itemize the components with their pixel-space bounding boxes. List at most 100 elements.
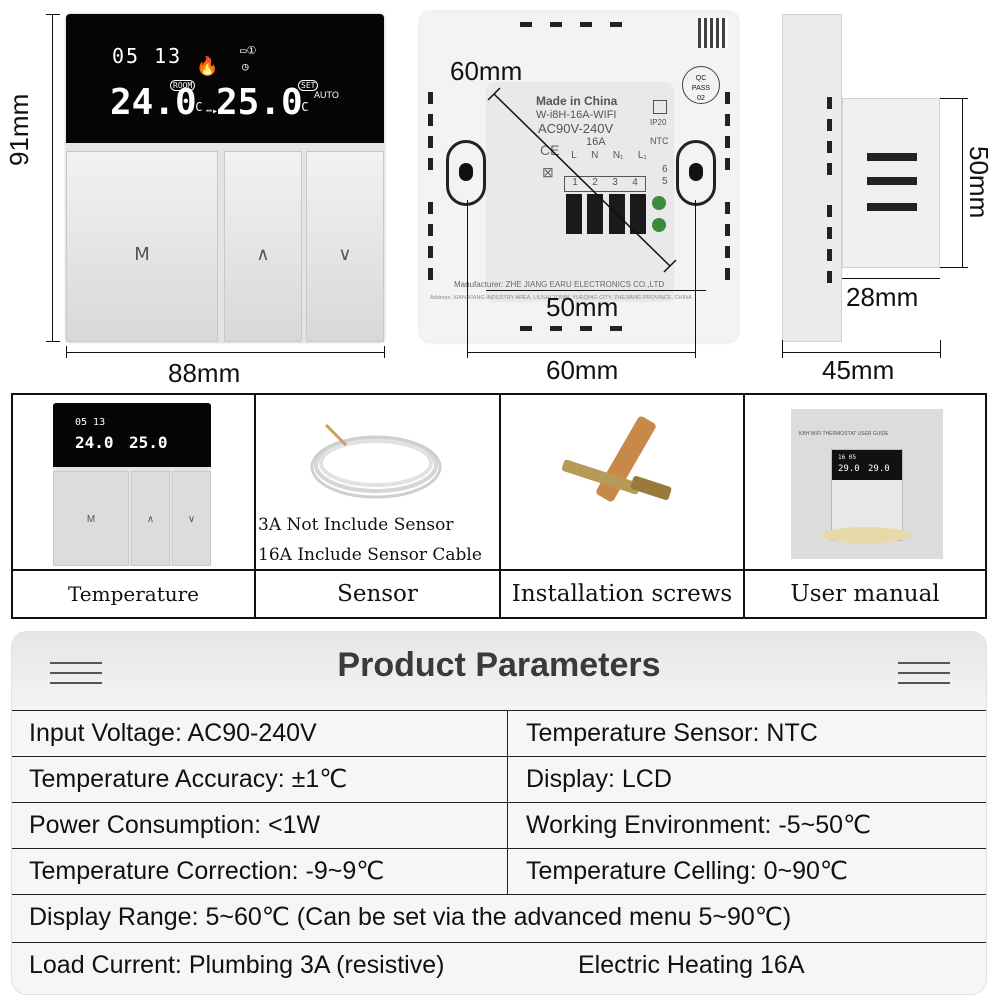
param-row: Temperature Accuracy: ±1℃ Display: LCD bbox=[12, 756, 986, 802]
set-temperature: 25.0 bbox=[216, 82, 303, 123]
terminal-screws bbox=[566, 194, 646, 234]
manufacturer-label: Manufacturer: ZHE JIANG EARU ELECTRONICS… bbox=[454, 280, 665, 289]
lcd-screen: 05 13 🔥 ▭① ◷ ROOM SET 24.0 °C ┅▸ 25.0 °C… bbox=[66, 14, 384, 143]
param-temperature-ceiling: Temperature Celling: 0~90℃ bbox=[526, 857, 848, 885]
front-height-cap-bottom bbox=[46, 341, 60, 342]
back-width-label: 60mm bbox=[546, 355, 619, 385]
set-label: SET bbox=[298, 80, 319, 91]
param-row: Display Range: 5~60℃ (Can be set via the… bbox=[12, 894, 986, 940]
back-width-cap-left bbox=[467, 200, 468, 358]
mode-icon: M bbox=[134, 244, 150, 265]
screws-image bbox=[561, 416, 672, 502]
up-button[interactable]: ∧ bbox=[224, 151, 302, 342]
front-width-label: 88mm bbox=[168, 358, 241, 388]
side-depth-cap-left bbox=[782, 340, 783, 358]
param-load-current: Load Current: Plumbing 3A (resistive) bbox=[29, 951, 445, 979]
caption-controller: Temperature Controller bbox=[67, 582, 200, 651]
sensor-screw-1 bbox=[652, 196, 666, 210]
made-in-label: Made in China bbox=[536, 94, 618, 108]
param-temperature-correction: Temperature Correction: -9~9℃ bbox=[29, 857, 385, 885]
arrow-icon: ┅▸ bbox=[206, 106, 219, 117]
chevron-down-icon: ∨ bbox=[338, 244, 352, 265]
front-height-cap-top bbox=[46, 14, 60, 15]
package-item-manual: KBH WIFI THERMOSTAT USER GUIDE 16 05 29.… bbox=[745, 395, 985, 617]
front-width-line bbox=[66, 352, 384, 353]
ntc-label: NTC bbox=[650, 136, 669, 146]
current-label: 16A bbox=[586, 136, 606, 148]
schedule-icon: ▭① bbox=[240, 44, 257, 57]
manual-title: KBH WIFI THERMOSTAT USER GUIDE bbox=[799, 431, 889, 437]
package-item-controller: 05 13 24.0 25.0 M ∧ ∨ Temperature Contro… bbox=[13, 395, 256, 651]
package-contents-table: 05 13 24.0 25.0 M ∧ ∨ Temperature Contro… bbox=[11, 393, 987, 651]
back-hole-label: 60mm bbox=[450, 56, 523, 86]
double-insulation-icon bbox=[653, 100, 667, 114]
side-height-cap-bottom bbox=[940, 267, 968, 268]
sensor-cable-image bbox=[310, 423, 442, 499]
set-unit: °C bbox=[294, 100, 309, 114]
sensor-note-1: 3A Not Include Sensor bbox=[258, 515, 454, 535]
front-width-cap-right bbox=[384, 346, 385, 358]
down-button[interactable]: ∨ bbox=[306, 151, 384, 342]
side-inner-depth-line bbox=[842, 278, 940, 279]
mount-hole-right bbox=[676, 140, 716, 206]
parameters-title: Product Parameters bbox=[337, 646, 661, 684]
front-height-label: 91mm bbox=[4, 93, 34, 166]
side-height-label: 50mm bbox=[964, 146, 994, 219]
room-label: ROOM bbox=[170, 80, 196, 91]
package-item-sensor: 3A Not Include Sensor 16A Include Sensor… bbox=[256, 395, 501, 617]
mode-label: AUTO bbox=[314, 90, 339, 100]
parameters-header: Product Parameters bbox=[12, 632, 986, 710]
flame-icon: 🔥 bbox=[196, 56, 219, 77]
caption-manual: User manual bbox=[790, 581, 940, 607]
room-temperature: 24.0 bbox=[110, 82, 197, 123]
param-electric-heating: Electric Heating 16A bbox=[578, 951, 805, 979]
menu-lines-right-icon bbox=[898, 662, 950, 684]
thermostat-front: 05 13 🔥 ▭① ◷ ROOM SET 24.0 °C ┅▸ 25.0 °C… bbox=[66, 14, 384, 342]
weee-bin-icon: ⊠ bbox=[542, 164, 554, 180]
back-recess bbox=[486, 82, 674, 302]
param-input-voltage: Input Voltage: AC90-240V bbox=[29, 719, 317, 747]
param-power-consumption: Power Consumption: <1W bbox=[29, 811, 321, 839]
chevron-up-icon: ∧ bbox=[256, 244, 270, 265]
side-back-body bbox=[842, 98, 940, 268]
caption-screws: Installation screws bbox=[511, 581, 733, 607]
back-width-cap-right bbox=[695, 200, 696, 358]
side-front-plate bbox=[782, 14, 842, 342]
param-row: Temperature Correction: -9~9℃ Temperatur… bbox=[12, 848, 986, 894]
param-working-environment: Working Environment: -5~50℃ bbox=[526, 811, 872, 839]
param-display-range: Display Range: 5~60℃ (Can be set via the… bbox=[29, 903, 792, 931]
param-display: Display: LCD bbox=[526, 765, 672, 793]
param-temperature-accuracy: Temperature Accuracy: ±1℃ bbox=[29, 765, 348, 793]
menu-lines-left-icon bbox=[50, 662, 102, 684]
clock-icon: ◷ bbox=[242, 60, 249, 73]
param-row: Input Voltage: AC90-240V Temperature Sen… bbox=[12, 710, 986, 756]
front-width-cap-left bbox=[66, 346, 67, 358]
address-label: Address: XIAN XIANG INDUSTRY AREA, LIUSH… bbox=[430, 295, 692, 301]
param-row: Load Current: Plumbing 3A (resistive) El… bbox=[12, 942, 986, 988]
side-depth-line bbox=[782, 352, 940, 353]
back-width-line bbox=[467, 352, 695, 353]
back-inner-label: 50mm bbox=[546, 292, 619, 322]
mount-hole-left bbox=[446, 140, 486, 206]
product-parameters-panel: Product Parameters Input Voltage: AC90-2… bbox=[11, 631, 987, 995]
lcd-time: 05 13 bbox=[112, 44, 183, 68]
sensor-note-2: 16A Include Sensor Cable bbox=[258, 545, 482, 565]
package-item-screws: Installation screws bbox=[501, 395, 745, 617]
sensor-screw-2 bbox=[652, 218, 666, 232]
side-depth-label: 45mm bbox=[822, 355, 895, 385]
model-label: W-i8H-16A-WIFI bbox=[536, 109, 617, 121]
param-temperature-sensor: Temperature Sensor: NTC bbox=[526, 719, 818, 747]
side-height-cap-top bbox=[940, 98, 968, 99]
side-depth-cap-right bbox=[940, 340, 941, 358]
caption-sensor: Sensor bbox=[337, 581, 418, 607]
param-row: Power Consumption: <1W Working Environme… bbox=[12, 802, 986, 848]
mode-button[interactable]: M bbox=[66, 151, 218, 342]
front-height-line bbox=[52, 14, 53, 342]
room-unit: °C bbox=[188, 100, 203, 114]
side-height-line bbox=[962, 98, 963, 268]
column-divider bbox=[507, 710, 508, 894]
